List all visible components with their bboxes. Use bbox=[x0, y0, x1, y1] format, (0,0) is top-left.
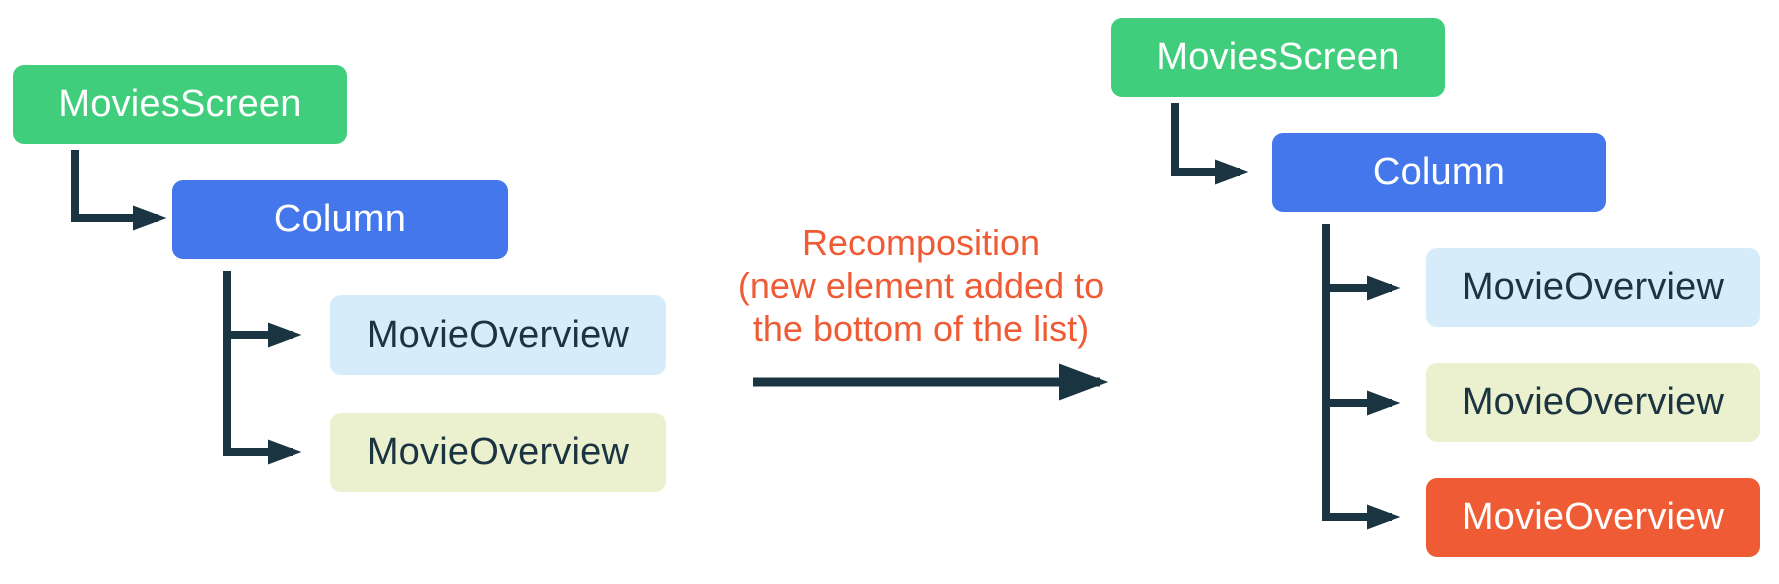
node-movie-overview-after-3-new: MovieOverview bbox=[1426, 478, 1760, 557]
connector-after-root-to-column bbox=[1171, 103, 1249, 185]
annotation-line-3: the bottom of the list) bbox=[752, 308, 1090, 349]
connector-before-column-trunk bbox=[223, 271, 302, 465]
node-column-after: Column bbox=[1272, 133, 1606, 212]
node-movies-screen-before: MoviesScreen bbox=[13, 65, 347, 144]
node-movie-overview-before-2: MovieOverview bbox=[330, 413, 666, 492]
recomposition-annotation: Recomposition (new element added to the … bbox=[650, 221, 1192, 350]
connector-after-column-trunk bbox=[1322, 224, 1401, 530]
annotation-line-2: (new element added to bbox=[737, 265, 1105, 306]
node-movies-screen-after: MoviesScreen bbox=[1111, 18, 1445, 97]
node-movie-overview-after-2: MovieOverview bbox=[1426, 363, 1760, 442]
node-movie-overview-after-1: MovieOverview bbox=[1426, 248, 1760, 327]
connector-before-root-to-column bbox=[71, 150, 167, 231]
node-column-before: Column bbox=[172, 180, 508, 259]
annotation-line-1: Recomposition bbox=[801, 222, 1041, 263]
node-movie-overview-before-1: MovieOverview bbox=[330, 295, 666, 375]
